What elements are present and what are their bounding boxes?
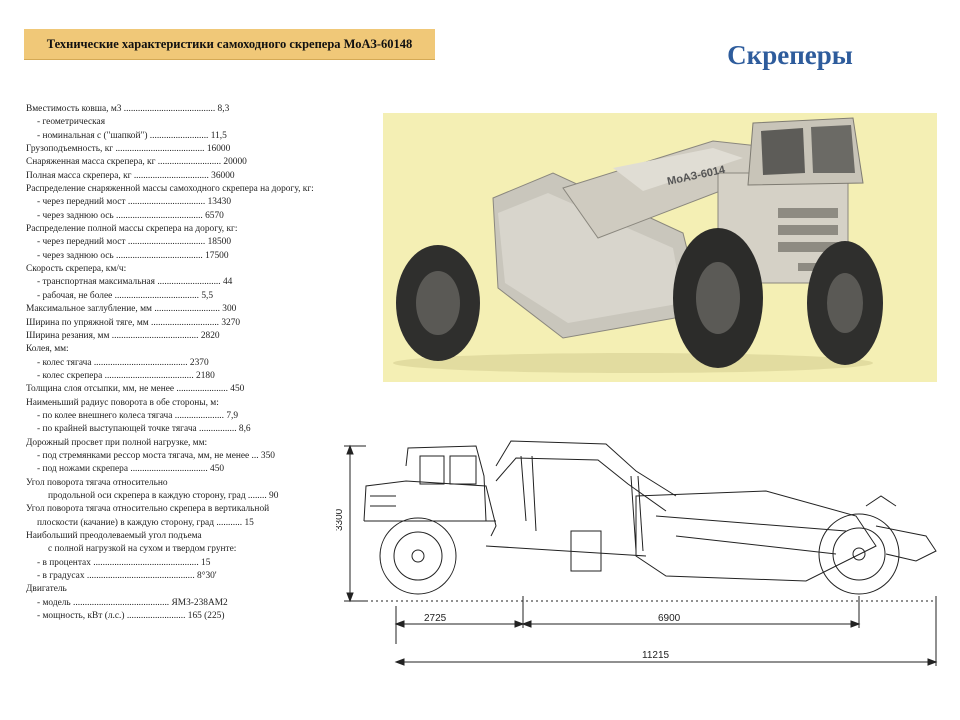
header-banner: Технические характеристики самоходного с… (24, 29, 435, 60)
spec-row: Скорость скрепера, км/ч: (26, 264, 127, 275)
side-drawing-svg: 3300 (334, 440, 938, 666)
spec-row: Полная масса скрепера, кг ..............… (26, 170, 235, 181)
spec-row: - под ножами скрепера ..................… (37, 464, 225, 475)
spec-row: - по колее внешнего колеса тягача ......… (37, 410, 239, 421)
spec-row: - в градусах ...........................… (37, 571, 217, 582)
scraper-side-drawing: 3300 (334, 436, 948, 670)
spec-row: продольной оси скрепера в каждую сторону… (48, 490, 279, 501)
spec-row: Грузоподъемность, кг ...................… (26, 144, 231, 155)
spec-row: - транспортная максимальная ............… (37, 277, 233, 288)
spec-row: - колес скрепера .......................… (37, 370, 215, 381)
spec-row: - через передний мост ..................… (37, 197, 232, 208)
spec-row: - геометрическая (37, 117, 106, 128)
scraper-photo: МоАЗ-6014 (383, 113, 937, 382)
spec-row: плоскости (качание) в каждую сторону, гр… (37, 517, 254, 528)
spec-row: - мощность, кВт (л.с.) .................… (37, 611, 225, 622)
spec-row: с полной нагрузкой на сухом и твердом гр… (48, 544, 237, 555)
dim-front: 2725 (424, 613, 447, 624)
header-title: Технические характеристики самоходного с… (46, 36, 413, 51)
spec-row: Ширина резания, мм .....................… (26, 330, 220, 341)
spec-row: - в процентах ..........................… (37, 557, 211, 568)
spec-row: Снаряженная масса скрепера, кг .........… (26, 157, 247, 168)
spec-row: - номинальная с ("шапкой") .............… (37, 130, 227, 141)
dim-total: 11215 (642, 650, 670, 661)
spec-row: - рабочая, не более ....................… (37, 290, 214, 301)
spec-row: Вместимость ковша, м3 ..................… (26, 104, 230, 114)
spec-list: Вместимость ковша, м3 ..................… (26, 103, 376, 623)
spec-row: Колея, мм: (26, 344, 69, 355)
spec-row: - через передний мост ..................… (37, 237, 232, 248)
spec-row: Распределение снаряженной массы самоходн… (26, 184, 314, 195)
spec-row: - по крайней выступающей точке тягача ..… (37, 424, 251, 435)
spec-row: Дорожный просвет при полной нагрузке, мм… (26, 437, 208, 448)
spec-row: Толщина слоя отсыпки, мм, не менее .....… (26, 384, 245, 395)
page-title: Скреперы (727, 40, 853, 70)
spec-row: - колес тягача .........................… (37, 357, 209, 368)
dim-height: 3300 (336, 508, 345, 531)
spec-row: Распределение полной массы скрепера на д… (26, 224, 238, 235)
spec-row: Ширина по упряжной тяге, мм ............… (26, 317, 241, 328)
spec-row: - через заднюю ось .....................… (37, 210, 224, 221)
spec-row: - модель ...............................… (37, 597, 228, 608)
spec-row: - под стремянками рессор моста тягача, м… (37, 450, 275, 461)
dim-wheelbase: 6900 (658, 613, 681, 624)
scraper-photo-illustration: МоАЗ-6014 (393, 117, 883, 373)
spec-row: Угол поворота тягача относительно (26, 477, 168, 488)
spec-row: Максимальное заглубление, мм ...........… (26, 304, 237, 315)
spec-row: Угол поворота тягача относительно скрепе… (26, 504, 270, 515)
spec-row: Наибольший преодолеваемый угол подъема (26, 531, 202, 541)
spec-row: Двигатель (26, 584, 67, 595)
spec-row: - через заднюю ось .....................… (37, 250, 229, 261)
spec-row: Наименьший радиус поворота в обе стороны… (26, 397, 219, 408)
